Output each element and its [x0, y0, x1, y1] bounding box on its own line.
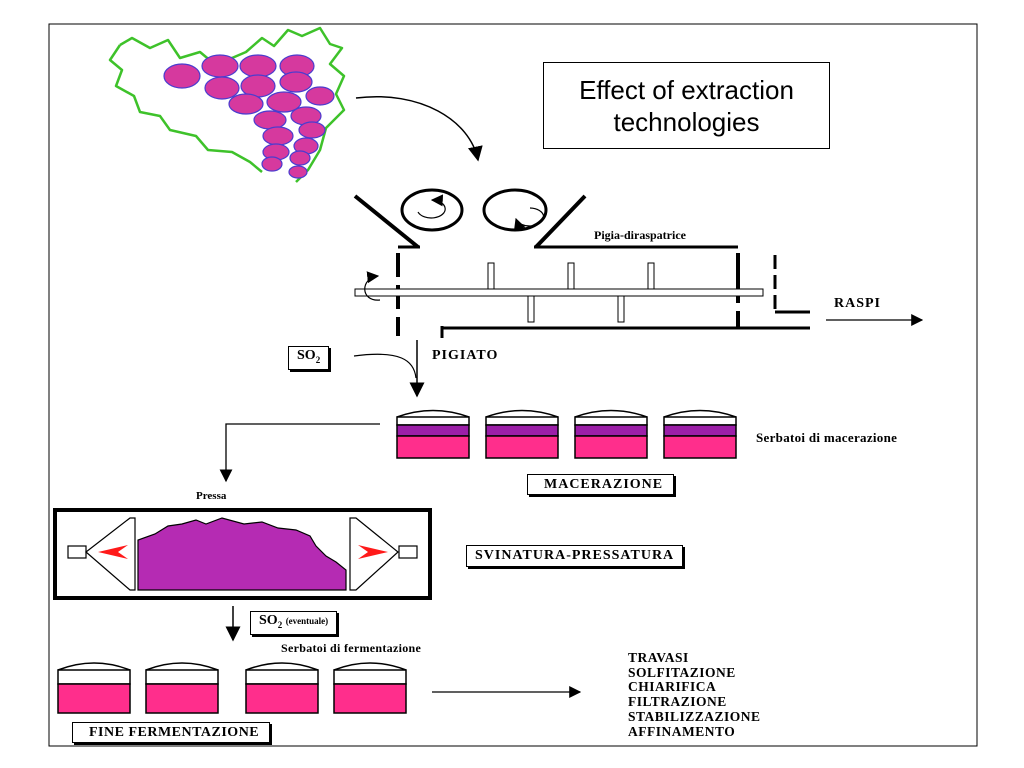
- fermentation-tank: [245, 662, 319, 714]
- maceration-tank: [485, 409, 559, 459]
- maceration-tank: [574, 409, 648, 459]
- fermentation-tank: [333, 662, 407, 714]
- maceration-tank: [663, 409, 737, 459]
- beater-paddles: [487, 262, 655, 323]
- final-steps-list: TRAVASI SOLFITAZIONE CHIARIFICA FILTRAZI…: [628, 650, 761, 739]
- crusher-roller-left-icon: [400, 188, 464, 232]
- fermentation-tanks-label: Serbatoi di fermentazione: [281, 641, 422, 655]
- hopper-left-wall: [353, 194, 420, 249]
- final-step: CHIARIFICA: [628, 679, 717, 695]
- press-label: Pressa: [196, 490, 227, 502]
- grape-cluster-icon: [108, 26, 346, 183]
- machine-label: Pigia-diraspatrice: [594, 228, 686, 242]
- so2-second-subscript: 2: [277, 619, 283, 630]
- crushed-label: PIGIATO: [432, 348, 499, 363]
- fermentation-tanks: [57, 662, 407, 714]
- final-step: AFFINAMENTO: [628, 723, 736, 739]
- maceration-label: MACERAZIONE: [527, 474, 675, 495]
- final-step: SOLFITAZIONE: [628, 664, 736, 680]
- arrow-to-hopper: [355, 96, 483, 162]
- fermentation-end-label: FINE FERMENTAZIONE: [72, 722, 271, 743]
- final-step: TRAVASI: [628, 650, 689, 665]
- title-box: Effect of extraction technologies: [543, 62, 830, 149]
- maceration-tanks-label: Serbatoi di macerazione: [756, 430, 898, 445]
- maceration-tank: [396, 409, 470, 459]
- so2-text: SO: [297, 348, 316, 363]
- so2-optional-box: SO2 (eventuale): [250, 611, 338, 635]
- rotation-arrow-icon: [364, 271, 381, 301]
- so2-box: SO2: [288, 346, 330, 370]
- maceration-tanks: [396, 409, 737, 459]
- hopper-right-wall: [534, 194, 587, 249]
- so2-subscript: 2: [315, 354, 321, 365]
- page-title: Effect of extraction technologies: [579, 74, 794, 137]
- slide-frame: [48, 23, 978, 747]
- beater-shaft: [354, 288, 764, 297]
- stems-label: RASPI: [834, 296, 882, 311]
- crusher-roller-right-icon: [482, 188, 548, 232]
- pressing-label: SVINATURA-PRESSATURA: [466, 545, 684, 567]
- fermentation-tank: [145, 662, 219, 714]
- fermentation-tank: [57, 662, 131, 714]
- press-icon: [53, 508, 432, 600]
- final-step: FILTRAZIONE: [628, 694, 727, 710]
- final-step: STABILIZZAZIONE: [628, 708, 761, 724]
- so2-optional-text: (eventuale): [285, 616, 329, 626]
- so2-second-text: SO: [259, 613, 278, 628]
